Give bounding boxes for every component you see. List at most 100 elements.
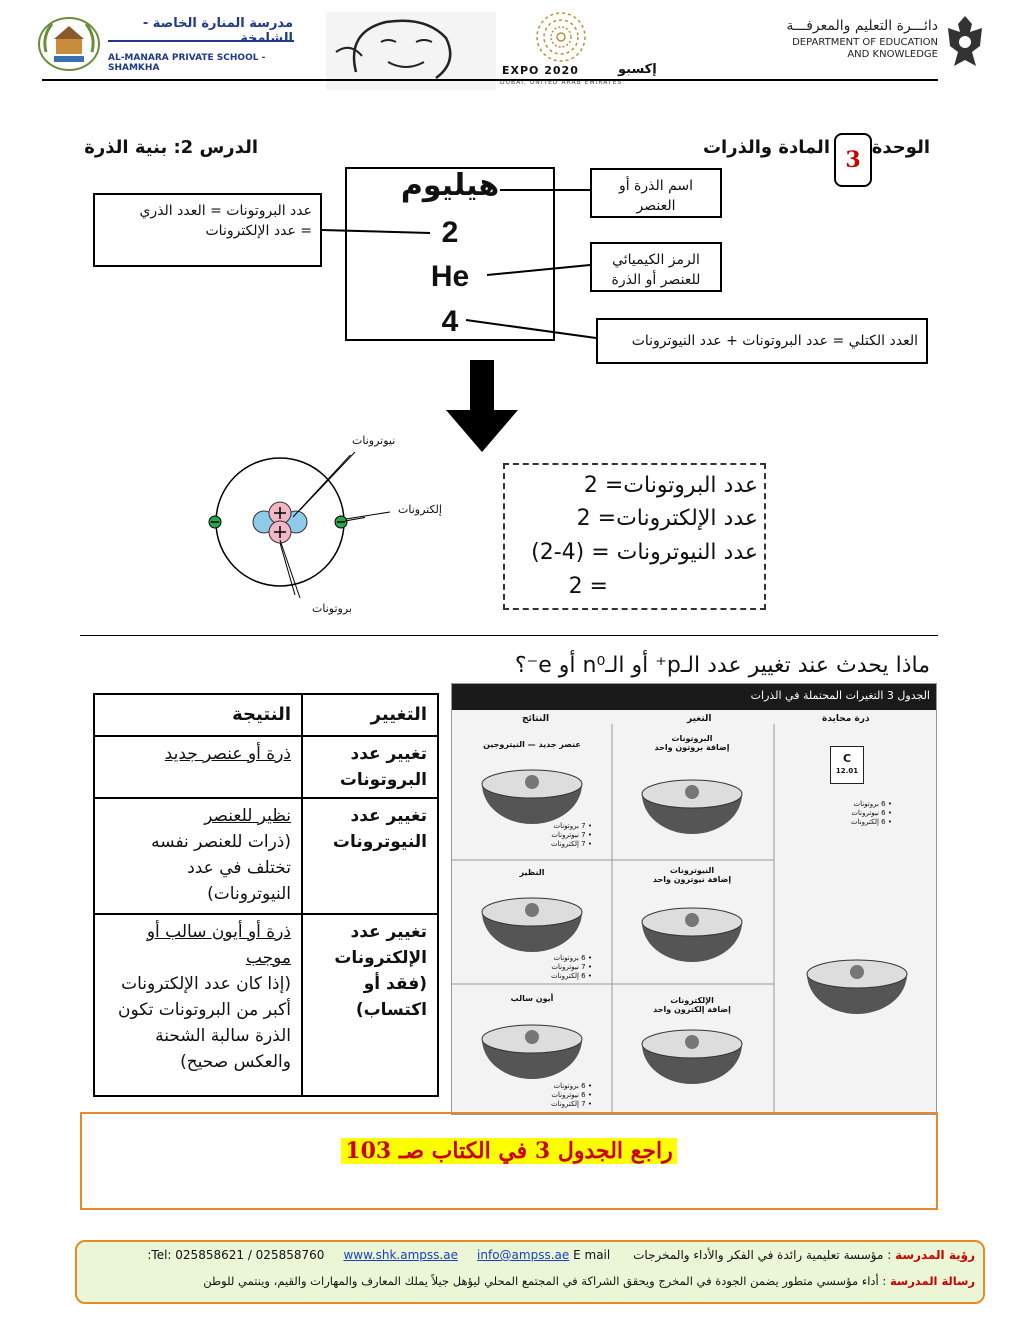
school-name-divider: [108, 40, 294, 42]
email-label: E mail:: [147, 1248, 611, 1262]
result-main: نظير للعنصر: [204, 806, 291, 826]
row2-result-caption: النظير: [519, 868, 545, 877]
school-name-arabic: مدرسة المنارة الخاصة - الشامخة: [142, 16, 293, 46]
email-link[interactable]: info@ampss.ae: [477, 1248, 570, 1262]
vision-text: : مؤسسة تعليمية رائدة في الفكر والأداء و…: [633, 1248, 892, 1262]
neutral-bullets: • 6 بروتونات • 6 نيوترونات • 6 إلكترونات: [850, 800, 892, 826]
table-header-row: التغيير النتيجة: [93, 693, 439, 737]
lesson-title: الدرس 2: بنية الذرة: [84, 137, 258, 158]
nucleus-dot: [685, 1035, 699, 1049]
changes-table: التغيير النتيجة تغيير عدد البروتونات ذرة…: [93, 693, 439, 1097]
result-main: ذرة أو أيون سالب أو موجب: [146, 922, 291, 968]
change-cell: تغيير عدد النيوترونات: [301, 797, 439, 915]
textbook-grid: [452, 724, 908, 1114]
particle-count-box: [503, 463, 766, 610]
falcon-emblem-icon: [942, 12, 988, 72]
question-heading: ماذا يحدث عند تغيير عدد الـp⁺ أو الـn⁰ أ…: [514, 653, 930, 678]
result-extra: (ذرات للعنصر نفسه تختلف في عدد النيوترون…: [151, 832, 291, 904]
table-row: تغيير عدد النيوترونات نظير للعنصر (ذرات …: [93, 797, 439, 915]
col-change: التغير: [687, 714, 712, 724]
row1-change-caption: البروتونات إضافة بروتون واحد: [654, 734, 730, 752]
col-neutral: ذرة محايدة: [822, 714, 870, 724]
section-divider: [80, 635, 938, 636]
neutron-count: عدد النيوترونات = (4-2): [531, 540, 758, 565]
expo-name-english: EXPO 2020: [502, 64, 579, 77]
atomic-note-line-1: عدد البروتونات = العدد الذري: [139, 203, 312, 219]
department-name-english: DEPARTMENT OF EDUCATION AND KNOWLEDGE: [770, 37, 938, 61]
down-arrow-icon: [446, 360, 518, 452]
row2-bullets: • 6 بروتونات • 7 نيوترونات • 6 إلكترونات: [550, 954, 592, 980]
result-main: ذرة أو عنصر جديد: [164, 744, 291, 764]
textbook-table-image: الجدول 3 التغيرات المحتملة في الذرات ذرة…: [451, 683, 937, 1115]
table-row: تغيير عدد البروتونات ذرة أو عنصر جديد: [93, 735, 439, 799]
column-header-result: النتيجة: [93, 693, 303, 737]
mass-number-note: العدد الكتلي = عدد البروتونات + عدد الني…: [596, 318, 928, 364]
textbook-table-title: الجدول 3 التغيرات المحتملة في الذرات: [452, 684, 936, 710]
proton-count: عدد البروتونات= 2: [583, 473, 758, 498]
element-name: هيليوم: [400, 168, 500, 203]
row1-bullets: • 7 بروتونات • 7 نيوترونات • 7 إلكترونات: [550, 822, 592, 848]
expo-2020-logo-icon: [526, 10, 596, 66]
result-cell: نظير للعنصر (ذرات للعنصر نفسه تختلف في ع…: [93, 797, 303, 915]
website-link[interactable]: www.shk.ampss.ae: [343, 1248, 458, 1262]
connector-lines: [321, 189, 597, 339]
school-name-english: AL-MANARA PRIVATE SCHOOL - SHAMKHA: [108, 53, 266, 73]
electrons-label: إلكترونات: [398, 503, 442, 516]
reference-text: راجع الجدول 3 في الكتاب صـ 103: [341, 1138, 677, 1164]
department-name-arabic: دائـــرة التعليم والمعرفـــة: [786, 18, 938, 34]
result-cell: ذرة أو عنصر جديد: [93, 735, 303, 799]
atomic-number: 2: [441, 216, 459, 249]
protons-label: بروتونات: [312, 602, 352, 615]
reference-box: راجع الجدول 3 في الكتاب صـ 103: [80, 1112, 938, 1210]
mission-text: : أداء مؤسسي متطور يضمن الجودة في المخرج…: [203, 1274, 887, 1288]
column-header-change: التغيير: [301, 693, 439, 737]
helium-atom-model: [195, 449, 391, 596]
nucleus-dot: [525, 1030, 539, 1044]
phone-text: Tel: 025858621 / 025858760: [151, 1248, 325, 1262]
atom-pointer-lines: [279, 451, 391, 599]
nucleus-dot: [525, 775, 539, 789]
sheikh-portrait-image: [326, 12, 496, 90]
footer-vision-line: رؤية المدرسة : مؤسسة تعليمية رائدة في ال…: [85, 1248, 975, 1262]
unit-number-badge: 3: [834, 133, 872, 187]
neutron-count-result: = 2: [568, 574, 608, 599]
department-line-2: AND KNOWLEDGE: [847, 49, 938, 60]
element-name-note: اسم الذرة أو العنصر: [590, 168, 722, 218]
element-card: [345, 167, 555, 341]
result-extra: (إذا كان عدد الإلكترونات أكبر من البروتو…: [117, 974, 291, 1072]
change-cell: تغيير عدد البروتونات: [301, 735, 439, 799]
vision-label: رؤية المدرسة: [895, 1248, 975, 1262]
row3-change-caption: الإلكترونات إضافة إلكترون واحد: [653, 996, 731, 1014]
footer-mission-line: رسالة المدرسة : أداء مؤسسي متطور يضمن ال…: [85, 1274, 975, 1288]
nucleus-dot: [685, 785, 699, 799]
header-divider: [42, 79, 938, 81]
mission-label: رسالة المدرسة: [889, 1274, 975, 1288]
reference-line: راجع الجدول 3 في الكتاب صـ 103: [82, 1138, 936, 1164]
expo-name-arabic: إكسبو: [618, 62, 657, 77]
mass-number: 4: [441, 305, 459, 338]
atomic-note-line-2: = عدد الإلكترونات: [205, 223, 313, 239]
neutrons-label: نيوترونات: [352, 434, 396, 447]
row3-bullets: • 6 بروتونات • 6 نيوترونات • 7 إلكترونات: [550, 1082, 592, 1108]
result-cell: ذرة أو أيون سالب أو موجب (إذا كان عدد ال…: [93, 913, 303, 1097]
carbon-symbol: C: [842, 752, 852, 765]
expo-location: DUBAI, UNITED ARAB EMIRATES: [500, 79, 623, 86]
col-result: النتائج: [522, 714, 550, 724]
row3-result-caption: أيون سالب: [510, 994, 554, 1003]
change-cell: تغيير عدد الإلكترونات (فقد أو اكتساب): [301, 913, 439, 1097]
row1-result-caption: عنصر جديد — النيتروجين: [483, 740, 581, 749]
table-row: تغيير عدد الإلكترونات (فقد أو اكتساب) ذر…: [93, 913, 439, 1097]
carbon-tile-icon: C 12.01: [830, 746, 864, 784]
unit-label: الوحدة: [871, 137, 930, 158]
nucleus-dot: [525, 903, 539, 917]
nucleus-dot: [850, 965, 864, 979]
unit-name: المادة والذرات: [702, 137, 830, 158]
symbol-note: الرمز الكيميائي للعنصر أو الذرة: [590, 242, 722, 292]
atomic-number-note: عدد البروتونات = العدد الذري = عدد الإلك…: [93, 193, 322, 267]
carbon-mass: 12.01: [835, 767, 859, 775]
nucleus-dot: [685, 913, 699, 927]
department-line-1: DEPARTMENT OF EDUCATION: [792, 37, 938, 48]
element-symbol: He: [430, 260, 470, 293]
footer: رؤية المدرسة : مؤسسة تعليمية رائدة في ال…: [75, 1240, 985, 1304]
row2-change-caption: النيوترونات إضافة نيوترون واحد: [652, 866, 732, 884]
